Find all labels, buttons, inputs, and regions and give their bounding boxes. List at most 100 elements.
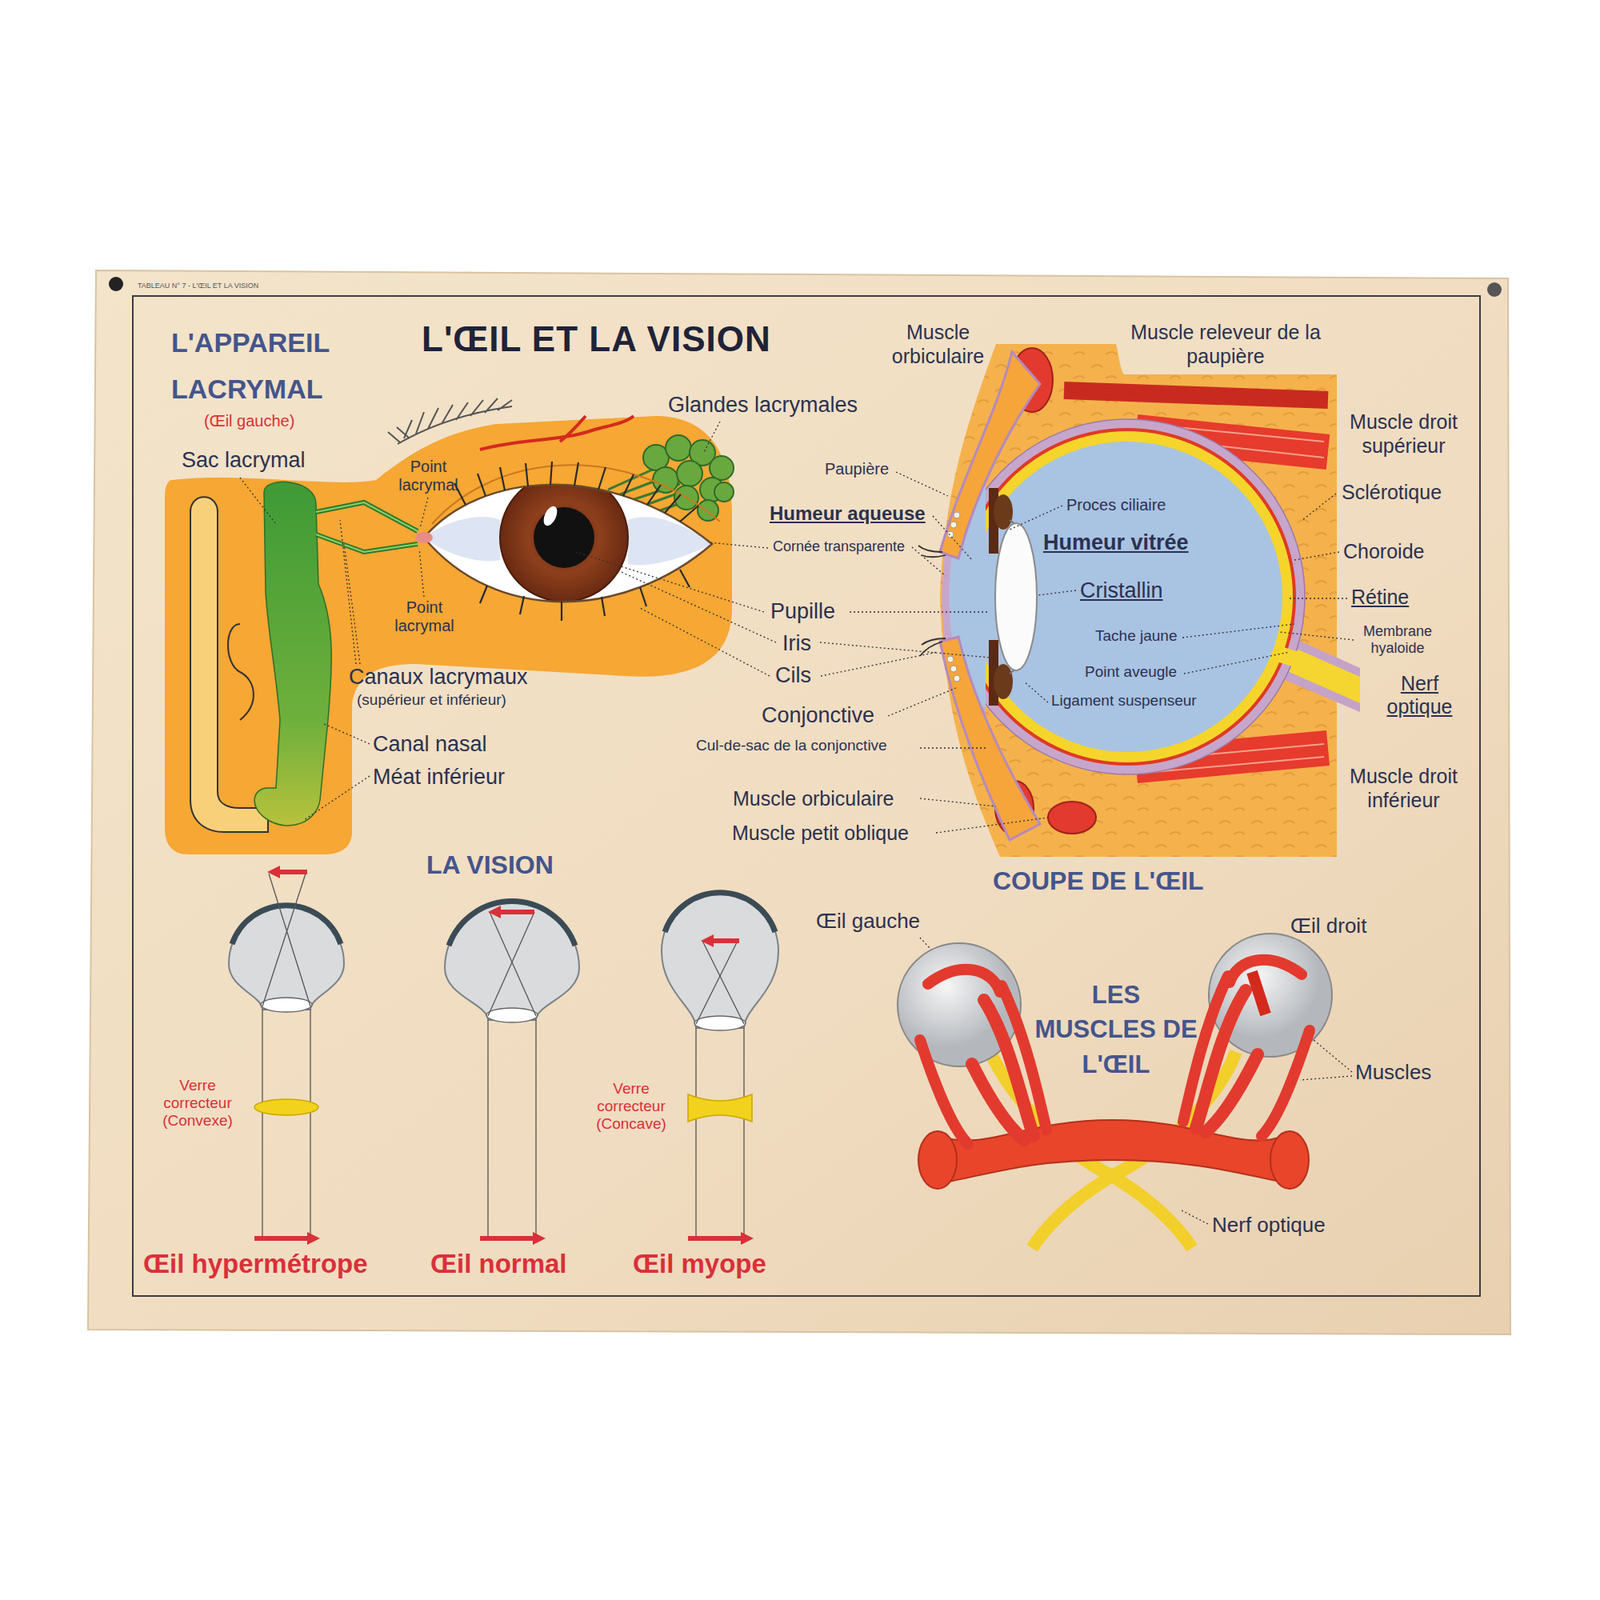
eye-muscles-figure-part-part [1001,985,1047,1130]
section-heading: LES MUSCLES DE L'ŒIL [1032,977,1200,1082]
lacrimal-apparatus-part [190,496,268,832]
vision-diagrams [228,865,779,1245]
part-label: Nerf optique [1369,672,1470,719]
part-label: Œil droit [1290,913,1367,939]
part-label: Humeur aqueuse [769,502,926,526]
vision-diagrams-part [448,901,576,946]
lacrimal-apparatus-part-part [652,467,679,493]
vision-diagrams-part [661,892,779,1028]
part-label: Muscles [1355,1060,1432,1085]
vision-caption: Œil myope [632,1248,767,1280]
eye-section-part [958,428,1296,766]
eye-muscles-figure-part [936,1120,1292,1184]
part-label: Point lacrymal [378,598,471,636]
vision-diagrams-part-part [267,865,280,879]
lacrimal-apparatus-part-part [500,473,628,602]
vision-diagrams-part [688,1094,752,1122]
vision-caption: Œil hypermétrope [143,1248,368,1280]
part-label: Sac lacrymal [181,447,306,473]
eye-muscles-figure-part [1270,1131,1309,1189]
vision-diagrams-part-part [712,938,740,944]
vision-diagrams-part-part [260,997,312,1012]
eye-section [918,344,1360,857]
eye-section-part [940,352,1040,559]
vision-diagrams-part-part [499,909,535,915]
section-heading: LA VISION [426,849,554,880]
part-label: Canaux lacrymaux [348,664,528,690]
part-label: Humeur vitrée [1043,529,1189,556]
eye-section-part [961,431,1293,763]
part-label: Cristallin [1080,577,1164,604]
eye-section-part [995,523,1037,671]
lacrimal-apparatus-part [424,473,712,602]
part-label: Muscle orbiculaire [864,320,1012,368]
eye-section-part [993,494,1013,530]
eye-section-part [918,545,946,656]
eye-muscles-figure-part-part [928,969,1000,992]
part-label: Méat inférieur [372,764,505,790]
eye-section-part [940,344,1337,857]
part-label: Sclérotique [1341,480,1442,504]
part-label: Ligament suspenseur [1051,692,1197,711]
part-label: Point aveugle [1084,663,1177,682]
eye-section-part-part [953,512,960,519]
lacrimal-apparatus-part-part [714,482,734,502]
lacrimal-apparatus-part [424,484,712,602]
eye-section-part [940,636,1040,840]
plate-number: TABLEAU N° 7 - L'ŒIL ET LA VISION [137,281,259,291]
lacrimal-apparatus [164,398,734,855]
eye-section-part-part [950,521,957,528]
leader-lines [240,421,1354,1224]
vision-diagrams-part-part [488,905,501,919]
part-label: Muscle droit supérieur [1329,409,1478,458]
eye-muscles-figure-part [920,960,1310,1144]
eye-section-part [947,512,960,682]
lacrimal-apparatus-part-part [676,460,703,487]
part-label: Pupille [770,598,836,624]
eye-muscles-figure-part [1252,972,1266,1015]
vision-diagrams-part-part [694,1016,746,1031]
vision-diagrams-part-part [480,1236,533,1241]
part-label: Cils [775,662,812,688]
part-label: Membrane hyaloide [1349,623,1446,656]
vision-diagrams-part [260,997,746,1031]
eye-section-part [1280,654,1312,664]
lacrimal-apparatus-part [415,532,433,544]
lacrimal-apparatus-part [228,624,254,720]
poster-paper-part [1487,282,1502,297]
eye-muscles-figure-part-part [1229,960,1302,983]
vision-diagrams-part [254,1099,319,1116]
lens-label: Verre correcteur (Concave) [579,1080,684,1133]
lacrimal-apparatus-part-part [709,456,734,480]
part-label: Iris [782,630,812,656]
vision-diagrams-part-part [688,1236,741,1241]
vision-caption: Œil normal [430,1248,568,1280]
eye-section-part-part [950,665,957,672]
vision-diagrams-part-part [486,1008,538,1023]
poster-title: L'ŒIL ET LA VISION [421,318,772,361]
vision-diagrams-part-part [254,1236,308,1241]
lacrimal-apparatus-part [454,461,699,621]
vision-diagrams-part-part [740,1232,754,1245]
poster-paper-part [108,276,124,292]
lens-label: Verre correcteur (Convexe) [145,1076,250,1130]
poster-paper [88,270,1511,1335]
lacrimal-apparatus-part-part [628,516,712,565]
poster-paper-part [132,296,1480,1296]
vision-diagrams-part [232,905,341,944]
eye-section-part-part [947,531,954,538]
eye-muscles-figure-part-part [972,1064,1024,1140]
eye-muscles-figure-part-part [1261,1030,1310,1136]
lacrimal-apparatus-part [388,398,512,444]
part-label: Conjonctive [761,702,875,728]
vision-diagrams-part [664,892,776,932]
vision-diagrams-part-part [307,1232,320,1245]
lacrimal-apparatus-part-part [665,435,692,461]
eye-section-part [1048,801,1096,834]
eye-section-part [972,441,1283,752]
part-label: Muscle orbiculaire [732,786,894,811]
lacrimal-apparatus-part [480,416,634,450]
part-label: Rétine [1351,584,1409,609]
